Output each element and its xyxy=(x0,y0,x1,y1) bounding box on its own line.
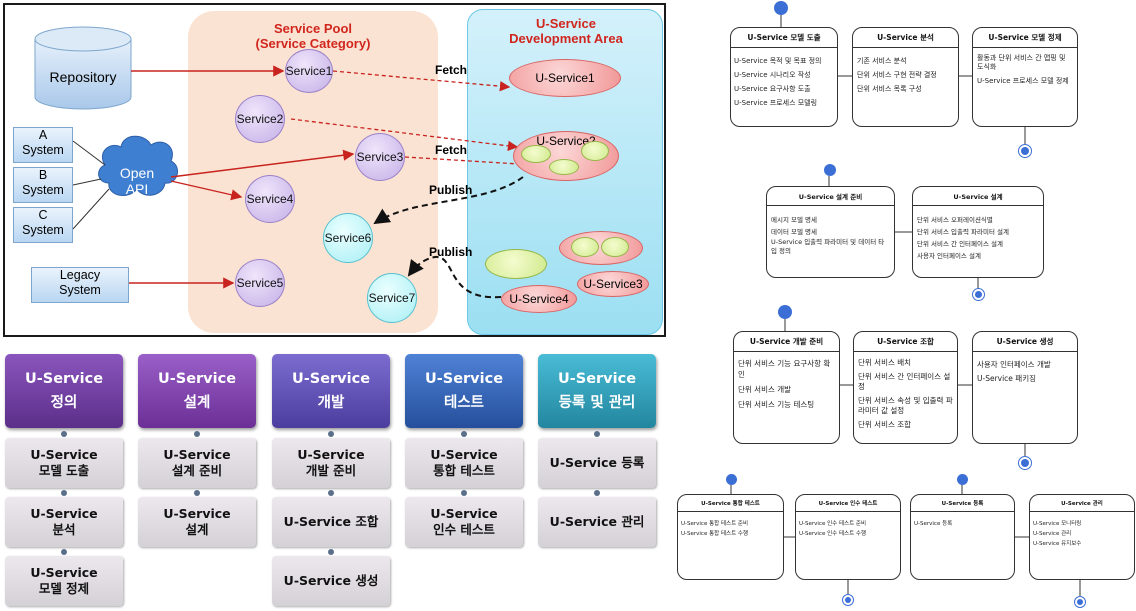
state-dev-prep: U-Service 개발 준비 단위 서비스 기능 요구사항 확인 단위 서비스… xyxy=(733,331,840,444)
end-node xyxy=(1074,596,1086,608)
u-service2-part xyxy=(581,141,609,161)
service4-node: Service4 xyxy=(245,175,295,223)
u-service3-part xyxy=(601,237,629,257)
connector-dot xyxy=(194,431,200,437)
service2-node: Service2 xyxy=(235,95,285,143)
end-node xyxy=(842,594,854,606)
repository-label: Repository xyxy=(49,69,117,85)
u-service4-node: U-Service4 xyxy=(501,285,577,313)
open-api-cloud xyxy=(98,135,179,197)
start-node xyxy=(778,305,792,319)
start-node xyxy=(957,474,968,485)
state-management: U-Service 관리 U-Service 모니터링 U-Service 관리… xyxy=(1029,494,1135,580)
service7-node: Service7 xyxy=(367,273,417,323)
service1-node: Service1 xyxy=(285,49,333,93)
connector-dot xyxy=(194,490,200,496)
service6-node: Service6 xyxy=(323,213,373,263)
start-node xyxy=(726,474,737,485)
state-model-derive: U-Service 모델 도출 U-Service 목적 및 목표 정의 U-S… xyxy=(730,27,838,127)
u-service3-node: U-Service3 xyxy=(577,271,649,297)
fetch-label: Fetch xyxy=(435,63,468,77)
connector-dot xyxy=(61,490,67,496)
start-node xyxy=(824,164,836,176)
diagram-connectors xyxy=(34,26,537,299)
u-service4-part xyxy=(485,249,547,279)
connector-dot xyxy=(461,431,467,437)
connector-dot xyxy=(61,549,67,555)
step-composition: U-Service 조합 xyxy=(272,497,390,547)
state-generation: U-Service 생성 사용자 인터페이스 개발 U-Service 패키징 xyxy=(972,331,1078,444)
connector-dot xyxy=(594,490,600,496)
service5-node: Service5 xyxy=(235,259,285,307)
end-node xyxy=(1018,144,1032,158)
connector-dot xyxy=(328,490,334,496)
start-node xyxy=(774,1,788,15)
connector-dot xyxy=(61,431,67,437)
u-service1-node: U-Service1 xyxy=(509,59,621,97)
state-acceptance-test: U-Service 인수 테스트 U-Service 인수 테스트 준비 U-S… xyxy=(795,494,901,580)
state-analysis: U-Service 분석 기존 서비스 분석 단위 서비스 구현 전략 결정 단… xyxy=(852,27,959,127)
connector-dot xyxy=(328,431,334,437)
step-generation: U-Service 생성 xyxy=(272,556,390,606)
step-management: U-Service 관리 xyxy=(538,497,656,547)
u-service3-part xyxy=(571,237,599,257)
state-integration-test: U-Service 통합 테스트 U-Service 통합 테스트 준비 U-S… xyxy=(677,494,784,580)
end-node xyxy=(972,288,985,301)
u-service2-part xyxy=(549,159,579,175)
state-model-refine: U-Service 모델 정제 활동과 단위 서비스 간 맵핑 및 도식화 U-… xyxy=(972,27,1078,127)
architecture-diagram: Service Pool(Service Category) U-Service… xyxy=(3,3,666,337)
state-composition: U-Service 조합 단위 서비스 배치 단위 서비스 간 인터페이스 설정… xyxy=(853,331,958,444)
connector-dot xyxy=(328,549,334,555)
end-node xyxy=(1018,456,1032,470)
step-registration: U-Service 등록 xyxy=(538,438,656,488)
publish-label: Publish xyxy=(429,245,473,259)
u-service2-part xyxy=(521,145,551,163)
state-design: U-Service 설계 단위 서비스 오퍼레이션식별 단위 서비스 입출력 파… xyxy=(912,186,1044,278)
repository-cylinder xyxy=(34,26,132,110)
state-registration: U-Service 등록 U-Service 등록 xyxy=(910,494,1015,580)
service-pool-title: Service Pool(Service Category) xyxy=(255,21,371,51)
connector-dot xyxy=(461,490,467,496)
fetch-label: Fetch xyxy=(435,143,468,157)
service3-node: Service3 xyxy=(355,133,405,181)
connector-dot xyxy=(594,431,600,437)
publish-label: Publish xyxy=(429,183,473,197)
state-design-prep: U-Service 설계 준비 메시지 모델 명세 데이터 모델 명세 U-Se… xyxy=(766,186,895,278)
